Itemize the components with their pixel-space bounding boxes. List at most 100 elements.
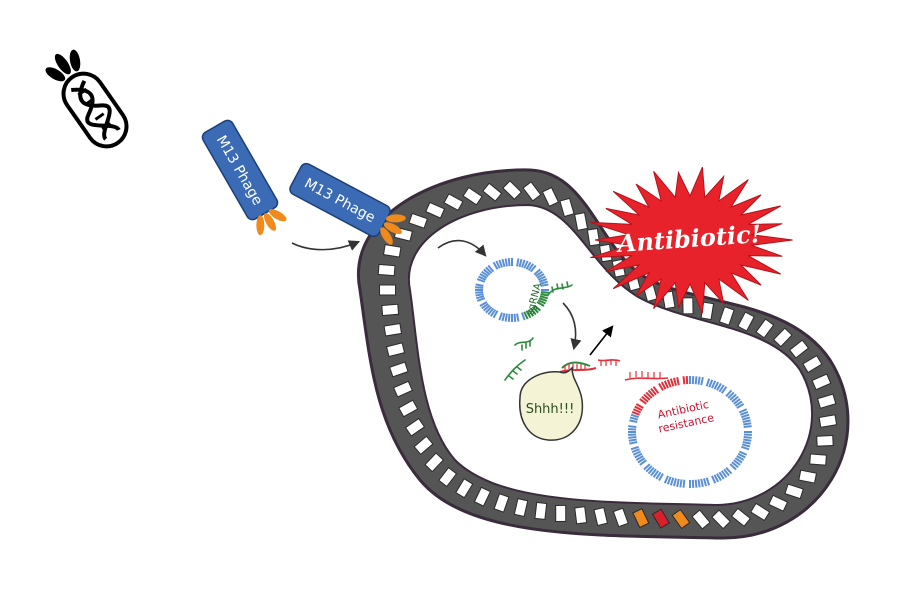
dna-base-pair <box>700 478 704 487</box>
dna-base-pair <box>694 376 698 385</box>
dna-base-pair <box>536 301 545 307</box>
dna-base-pair <box>516 313 520 322</box>
dna-base-pair <box>523 311 529 320</box>
dna-base-pair <box>504 258 508 267</box>
dna-base-pair <box>516 258 520 267</box>
dna-base-pair <box>733 398 741 405</box>
dna-base-pair <box>630 445 639 451</box>
cell-wall-segment <box>555 504 567 522</box>
cell-wall-segment <box>574 212 589 231</box>
dna-base-pair <box>729 393 737 401</box>
dna-base-pair <box>697 479 701 488</box>
dna-base-pair <box>630 413 639 419</box>
dna-base-pair <box>723 468 730 477</box>
dna-base-pair <box>731 395 739 403</box>
dna-base-pair <box>498 259 504 268</box>
dna-base-pair <box>632 408 642 414</box>
cell-wall-segment <box>768 494 789 512</box>
dna-base-pair <box>647 389 655 397</box>
cell-wall-segment <box>455 478 474 499</box>
dna-base-pair <box>711 475 717 484</box>
cell-wall-segment <box>513 498 529 518</box>
cell-wall-segments <box>377 180 838 530</box>
dna-base-pair <box>658 473 664 481</box>
dna-base-pair <box>533 304 541 312</box>
dna-base-pair <box>736 403 745 409</box>
dna-base-pair <box>635 455 644 461</box>
dna-base-pair <box>537 275 546 281</box>
dna-base-pair <box>718 384 725 393</box>
dna-base-pair <box>535 270 543 278</box>
dna-base-pair <box>485 306 493 314</box>
cell-wall-segment <box>379 284 396 296</box>
dna-base-pair <box>487 307 495 316</box>
dna-base-pair <box>734 400 743 407</box>
cell-wall-segment <box>389 361 409 378</box>
cell-wall-segment <box>632 508 650 529</box>
dna-base-pair <box>525 261 532 270</box>
dna-base-pair <box>531 306 539 314</box>
speech-bubble: Shhh!!! <box>519 366 584 441</box>
dna-base-pair <box>676 377 680 386</box>
dna-base-pair <box>513 313 517 322</box>
dna-base-pair <box>639 459 647 466</box>
dna-base-pair <box>697 376 701 385</box>
dna-base-pair <box>738 450 748 456</box>
cell-wall-segment <box>522 181 542 202</box>
dna-base-pair <box>734 457 743 464</box>
cell-wall-segment <box>691 509 711 530</box>
speech-bubble-text: Shhh!!! <box>526 402 575 417</box>
cell-wall-segment <box>559 197 575 218</box>
dna-base-pair <box>475 286 484 289</box>
dna-base-pair <box>643 393 651 401</box>
dna-base-pair <box>538 278 548 283</box>
dna-base-pair <box>479 301 488 307</box>
dna-base-pair <box>529 264 537 273</box>
cell-wall-segment <box>730 507 752 527</box>
dna-base-pair <box>481 270 489 278</box>
dna-base-pair <box>645 465 653 473</box>
cell-wall-segment <box>493 493 510 513</box>
dna-base-pair <box>741 445 750 451</box>
bacteriophage-icon <box>45 49 129 149</box>
dna-base-pair <box>650 387 657 396</box>
dna-base-pair <box>733 459 741 466</box>
cell-wall-segment <box>424 452 445 473</box>
dna-base-pair <box>634 405 643 412</box>
cell-wall-segment <box>784 483 804 500</box>
dna-base-pair <box>479 273 488 279</box>
dna-base-pair <box>489 309 497 317</box>
dna-base-pair <box>641 395 649 403</box>
dna-base-pair <box>498 312 504 321</box>
cell-wall-segment <box>671 508 691 530</box>
cell-wall-segment <box>798 469 818 484</box>
dna-base-pair <box>629 416 639 421</box>
cell-wall-segment <box>382 244 402 258</box>
cell-wall-segment <box>718 306 735 326</box>
cell-wall-segment <box>816 393 837 409</box>
cell-wall-segment <box>593 506 609 527</box>
cell-wall-segment <box>651 508 670 529</box>
dna-base-pair <box>540 283 549 287</box>
dna-base-pair <box>507 258 511 267</box>
dna-base-pair <box>672 377 677 386</box>
dna-base-pair <box>716 473 722 481</box>
cell-wall-segment <box>392 380 413 398</box>
cell-wall-segment <box>438 466 458 488</box>
sgrna-strands <box>504 281 573 381</box>
cell-wall-segment <box>385 342 406 358</box>
dna-base-pair <box>527 309 535 317</box>
dna-base-pair <box>540 293 549 297</box>
dna-base-pair <box>742 419 751 423</box>
dna-base-pair <box>628 425 637 428</box>
cell-wall-segment <box>413 435 434 456</box>
dna-base-pair <box>537 299 546 305</box>
dna-base-pair <box>737 452 746 459</box>
dna-base-pair <box>520 259 526 268</box>
cell-wall-segment <box>473 486 492 507</box>
dna-base-pair <box>743 425 752 428</box>
dna-base-pair <box>525 310 532 319</box>
dna-base-pair <box>504 313 508 322</box>
dna-base-pair <box>725 389 733 397</box>
